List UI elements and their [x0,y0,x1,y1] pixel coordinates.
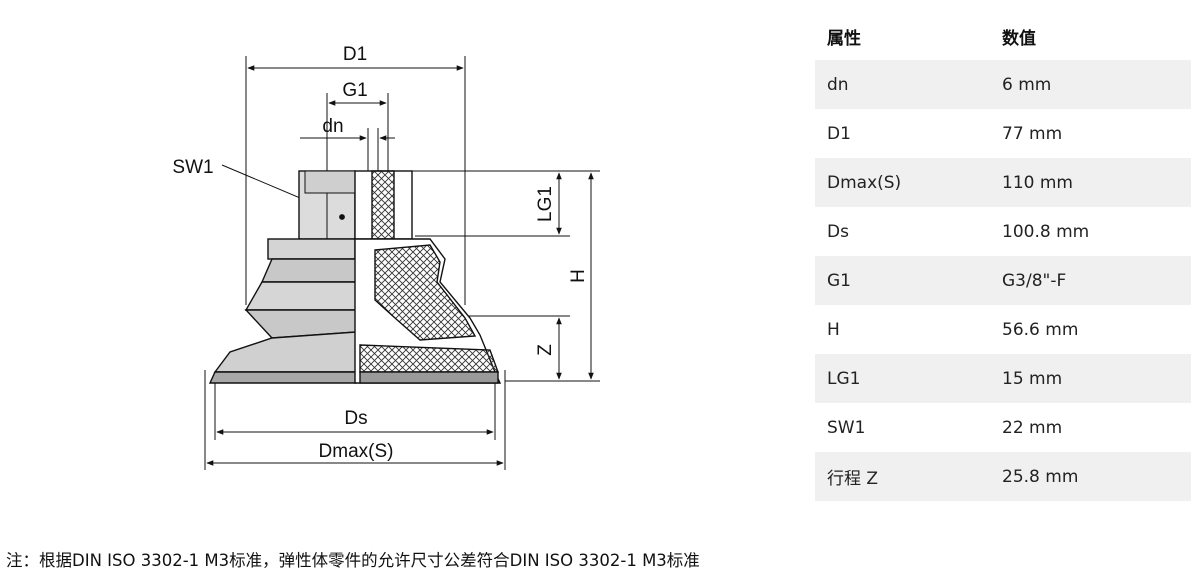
cell-value: 110 mm [990,158,1191,207]
cell-property: Ds [827,221,849,242]
table-row: dn 6 mm [815,60,1191,109]
label-dmax: Dmax(S) [319,441,394,462]
cell-property: SW1 [827,417,866,438]
label-ds: Ds [344,408,367,429]
cell-property: dn [815,60,990,109]
cell-property: H [827,319,840,340]
label-g1: G1 [342,80,367,101]
label-d1: D1 [343,44,367,65]
cell-property: Dmax(S) [815,158,990,207]
label-h: H [568,269,589,283]
cell-value: 56.6 mm [1002,319,1079,340]
cell-value: 22 mm [1002,417,1063,438]
spec-table: 属性 数值 dn 6 mm D1 77 mm Dmax(S) 110 mm Ds… [815,12,1191,501]
cell-value: 6 mm [990,60,1191,109]
table-row: 行程 Z 25.8 mm [815,452,1191,501]
table-row: D1 77 mm [815,109,1191,158]
cell-value: 15 mm [990,354,1191,403]
cell-property: G1 [815,256,990,305]
suction-cup-drawing: D1 G1 dn SW1 Ds Dmax(S) LG1 H Z [172,44,600,470]
label-dn: dn [322,116,343,137]
table-row: H 56.6 mm [815,305,1191,354]
cell-property: D1 [827,123,851,144]
table-row: LG1 15 mm [815,354,1191,403]
cell-value: G3/8"-F [990,256,1191,305]
table-row: G1 G3/8"-F [815,256,1191,305]
table-row: Dmax(S) 110 mm [815,158,1191,207]
table-header-row: 属性 数值 [815,12,1191,60]
header-value: 数值 [1002,28,1036,49]
header-property: 属性 [827,28,861,49]
cell-value: 25.8 mm [990,452,1191,501]
cell-property: LG1 [815,354,990,403]
table-row: Ds 100.8 mm [815,207,1191,256]
cell-property: 行程 Z [815,452,990,501]
footnote: 注：根据DIN ISO 3302-1 M3标准，弹性体零件的允许尺寸公差符合DI… [6,551,700,570]
label-sw1: SW1 [172,157,213,178]
label-z: Z [535,344,556,356]
cell-value: 100.8 mm [1002,221,1090,242]
label-lg1: LG1 [535,186,556,222]
table-row: SW1 22 mm [815,403,1191,452]
cell-value: 77 mm [1002,123,1063,144]
